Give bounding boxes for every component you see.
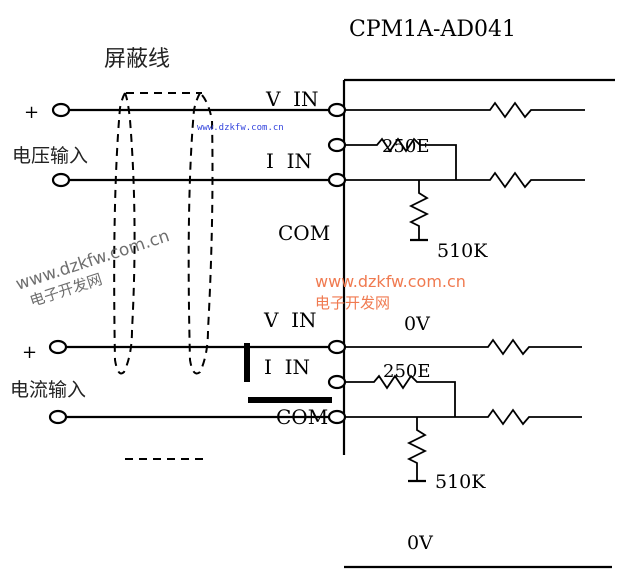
shield-cable	[113, 92, 214, 460]
current-com-label: COM	[276, 405, 328, 429]
voltage-bias-resistor	[408, 180, 430, 240]
current-bias-resistor	[406, 417, 428, 481]
shield-left-loop	[113, 92, 136, 375]
voltage-plus-sign: +	[24, 102, 39, 123]
voltage-com-internal-resistor	[344, 171, 585, 189]
current-minus-terminal	[48, 409, 68, 425]
current-bias-label: 510K	[435, 471, 486, 493]
current-shunt-resistor	[344, 374, 456, 417]
jumper-horizontal-bar	[248, 397, 332, 403]
shield-right-loop	[187, 92, 214, 375]
current-vin-label: V IN	[263, 308, 317, 332]
voltage-vin-label: V IN	[265, 87, 319, 111]
current-input-section: + 电流输入 V IN I IN COM 250E 510K 0V	[10, 308, 582, 554]
voltage-input-section: + 电压输入 V IN I IN COM 250E 510K 0V	[12, 87, 585, 335]
voltage-minus-terminal	[51, 172, 71, 188]
current-com-terminal	[327, 409, 347, 425]
voltage-bias-label: 510K	[437, 240, 488, 262]
module-title: CPM1A-AD041	[349, 17, 516, 42]
current-ground-label: 0V	[407, 532, 433, 554]
voltage-com-label: COM	[278, 221, 330, 245]
voltage-iin-label: I IN	[266, 149, 312, 173]
voltage-input-label: 电压输入	[12, 145, 88, 167]
voltage-shunt-label: 250E	[382, 136, 430, 157]
voltage-vin-terminal	[327, 102, 347, 118]
voltage-ground-label: 0V	[404, 313, 430, 335]
shield-label: 屏蔽线	[104, 47, 170, 72]
voltage-iin-terminal	[327, 137, 347, 153]
voltage-shunt-resistor	[344, 137, 457, 180]
current-vin-internal-resistor	[344, 338, 582, 356]
current-plus-terminal	[48, 339, 68, 355]
current-iin-terminal	[327, 374, 347, 390]
voltage-vin-internal-resistor	[344, 101, 585, 119]
current-iin-label: I IN	[264, 355, 310, 379]
watermark-small-blue: www.dzkfw.com.cn	[197, 123, 284, 133]
current-input-label: 电流输入	[10, 379, 86, 401]
voltage-plus-terminal	[51, 102, 71, 118]
current-plus-sign: +	[22, 342, 37, 363]
current-vin-terminal	[327, 339, 347, 355]
voltage-com-terminal	[327, 172, 347, 188]
jumper-vertical-bar	[244, 343, 250, 382]
current-com-internal-resistor	[344, 408, 582, 426]
watermark-orange-cn: 电子开发网	[315, 294, 390, 312]
watermark-gray: www.dzkfw.com.cn 电子开发网	[13, 226, 172, 310]
current-shunt-label: 250E	[383, 361, 431, 382]
watermark-orange-url: www.dzkfw.com.cn	[315, 272, 466, 291]
